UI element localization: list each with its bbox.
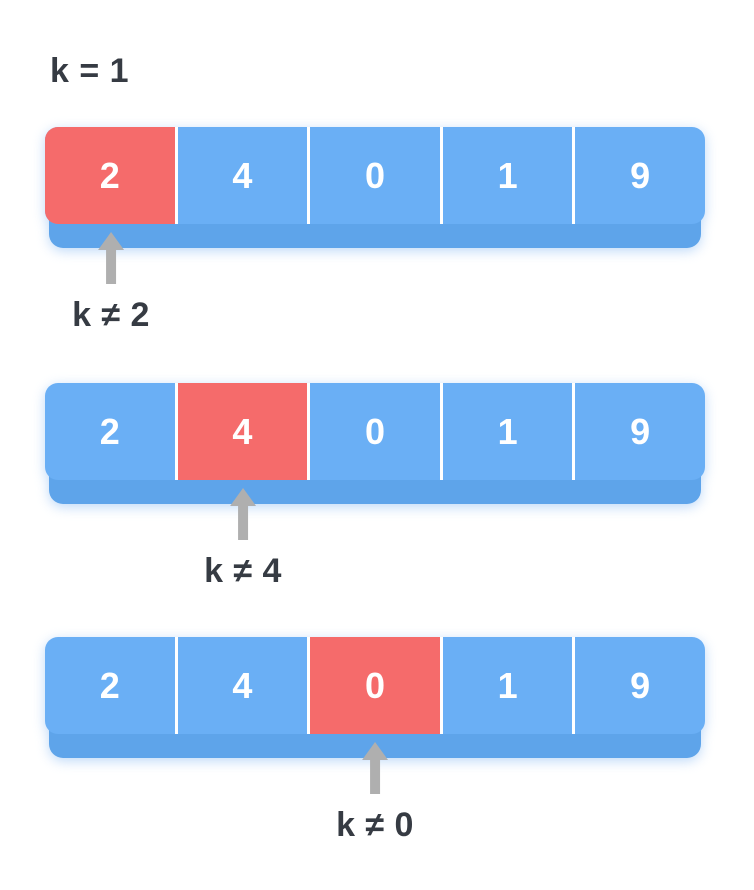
arrow-stem	[106, 250, 116, 284]
arrow-up-icon	[362, 742, 388, 794]
array-cell: 2	[45, 637, 178, 734]
arrow-head	[98, 232, 124, 250]
array-cells: 2 4 0 1 9	[45, 383, 705, 480]
array-cell: 4	[178, 127, 311, 224]
arrow-stem	[238, 506, 248, 540]
array-cell: 2	[45, 383, 178, 480]
search-step-1: 2 4 0 1 9 k ≠ 2	[45, 127, 705, 342]
pointer: k ≠ 4	[204, 488, 282, 591]
array-cell: 9	[630, 154, 651, 196]
array-bar: 2 4 0 1 9	[45, 383, 705, 504]
array-cell: 1	[443, 637, 576, 734]
arrow-head	[230, 488, 256, 506]
arrow-up-icon	[230, 488, 256, 540]
pointer: k ≠ 2	[72, 232, 150, 335]
array-cell: 1	[443, 127, 576, 224]
array-cell: 2	[45, 127, 178, 224]
arrow-stem	[370, 760, 380, 794]
comparison-label: k ≠ 0	[336, 806, 414, 844]
comparison-label: k ≠ 4	[204, 552, 282, 590]
array-bar: 2 4 0 1 9	[45, 127, 705, 248]
array-cells: 2 4 0 1 9	[45, 127, 705, 224]
array-cell: 9	[630, 410, 651, 452]
arrow-head	[362, 742, 388, 760]
array-bar: 2 4 0 1 9	[45, 637, 705, 758]
pointer: k ≠ 0	[336, 742, 414, 845]
array-cell: 0	[310, 383, 443, 480]
comparison-label: k ≠ 2	[72, 296, 150, 334]
k-value-label: k = 1	[50, 52, 130, 90]
array-cell: 0	[310, 637, 443, 734]
search-step-2: 2 4 0 1 9 k ≠ 4	[45, 383, 705, 598]
array-cell: 4	[178, 637, 311, 734]
array-cells: 2 4 0 1 9	[45, 637, 705, 734]
array-cell: 9	[630, 664, 651, 706]
arrow-up-icon	[98, 232, 124, 284]
array-cell: 1	[443, 383, 576, 480]
search-step-3: 2 4 0 1 9 k ≠ 0	[45, 637, 705, 852]
array-cell: 4	[177, 383, 311, 480]
array-cell: 0	[310, 127, 443, 224]
